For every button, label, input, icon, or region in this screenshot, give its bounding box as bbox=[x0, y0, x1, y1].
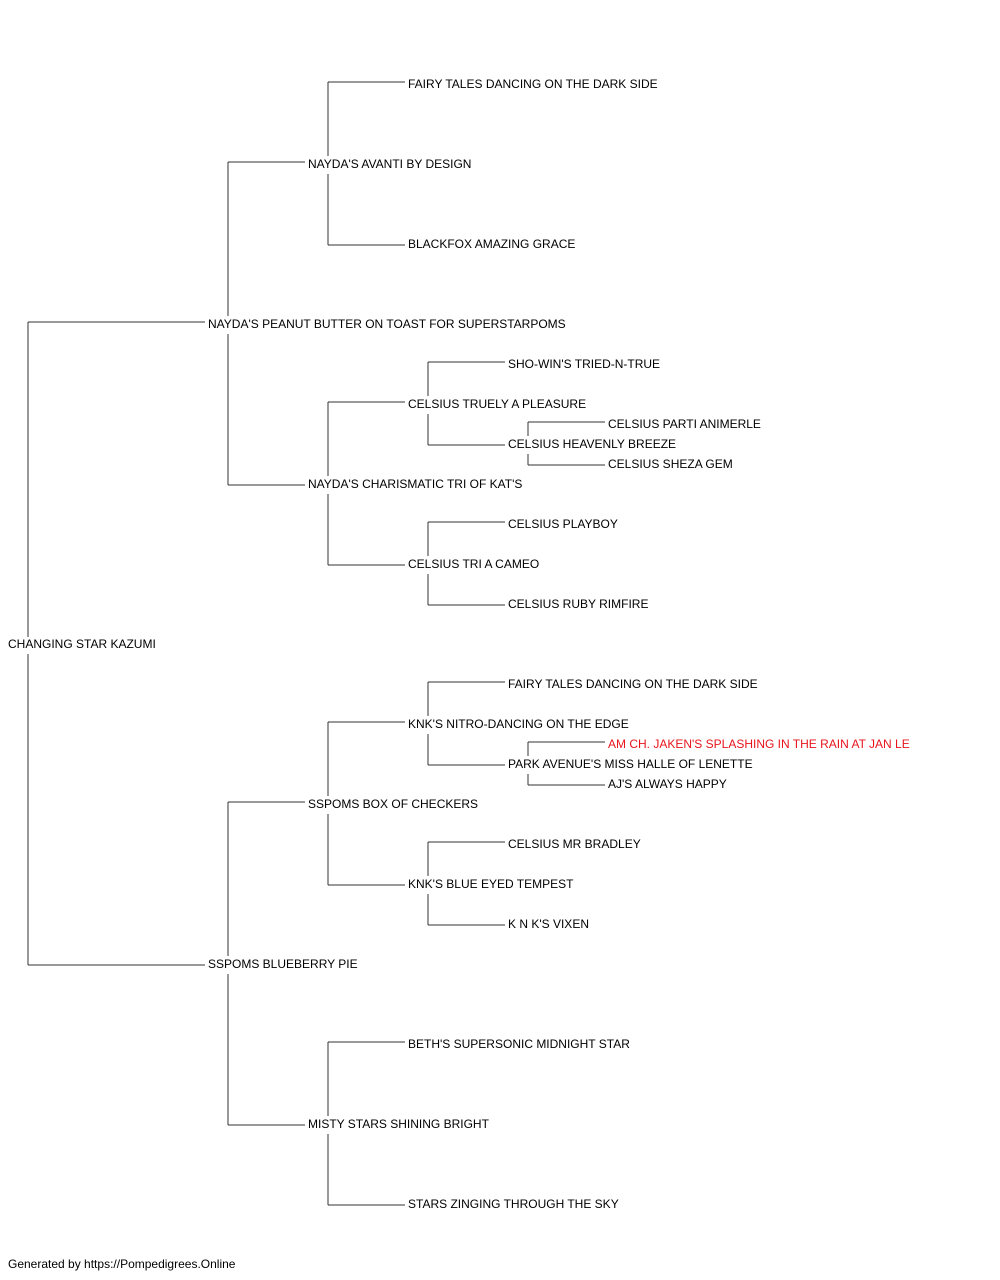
dam-sire-sire-dam-name: PARK AVENUE'S MISS HALLE OF LENETTE bbox=[508, 757, 755, 771]
sire-dam-sire-dam-sire-name: CELSIUS PARTI ANIMERLE bbox=[608, 417, 763, 431]
sire-dam-sire-name: CELSIUS TRUELY A PLEASURE bbox=[408, 397, 589, 411]
dam-sire-dam-sire-name: CELSIUS MR BRADLEY bbox=[508, 837, 643, 851]
footer-credit: Generated by https://Pompedigrees.Online bbox=[8, 1257, 236, 1271]
sire-dam-sire-dam-dam-name: CELSIUS SHEZA GEM bbox=[608, 457, 735, 471]
sire-dam-sire-sire-name: SHO-WIN'S TRIED-N-TRUE bbox=[508, 357, 663, 371]
sire-dam-dam-sire-name: CELSIUS PLAYBOY bbox=[508, 517, 620, 531]
sire-name: NAYDA'S PEANUT BUTTER ON TOAST FOR SUPER… bbox=[208, 317, 568, 331]
dam-sire-dam-name: KNK'S BLUE EYED TEMPEST bbox=[408, 877, 576, 891]
sire-dam-sire-dam-name: CELSIUS HEAVENLY BREEZE bbox=[508, 437, 679, 451]
subject-name: CHANGING STAR KAZUMI bbox=[8, 637, 158, 651]
dam-dam-name: MISTY STARS SHINING BRIGHT bbox=[308, 1117, 491, 1131]
dam-sire-sire-dam-sire-name: AM CH. JAKEN'S SPLASHING IN THE RAIN AT … bbox=[608, 737, 912, 751]
dam-name: SSPOMS BLUEBERRY PIE bbox=[208, 957, 360, 971]
dam-dam-sire-name: BETH'S SUPERSONIC MIDNIGHT STAR bbox=[408, 1037, 632, 1051]
dam-sire-sire-sire-name: FAIRY TALES DANCING ON THE DARK SIDE bbox=[508, 677, 760, 691]
dam-sire-sire-dam-dam-name: AJ'S ALWAYS HAPPY bbox=[608, 777, 729, 791]
sire-dam-name: NAYDA'S CHARISMATIC TRI OF KAT'S bbox=[308, 477, 525, 491]
dam-sire-dam-dam-name: K N K'S VIXEN bbox=[508, 917, 591, 931]
sire-sire-dam-name: BLACKFOX AMAZING GRACE bbox=[408, 237, 578, 251]
sire-dam-dam-dam-name: CELSIUS RUBY RIMFIRE bbox=[508, 597, 651, 611]
dam-dam-dam-name: STARS ZINGING THROUGH THE SKY bbox=[408, 1197, 621, 1211]
dam-sire-name: SSPOMS BOX OF CHECKERS bbox=[308, 797, 481, 811]
dam-sire-sire-name: KNK'S NITRO-DANCING ON THE EDGE bbox=[408, 717, 631, 731]
sire-sire-sire-name: FAIRY TALES DANCING ON THE DARK SIDE bbox=[408, 77, 660, 91]
sire-sire-name: NAYDA'S AVANTI BY DESIGN bbox=[308, 157, 474, 171]
sire-dam-dam-name: CELSIUS TRI A CAMEO bbox=[408, 557, 542, 571]
